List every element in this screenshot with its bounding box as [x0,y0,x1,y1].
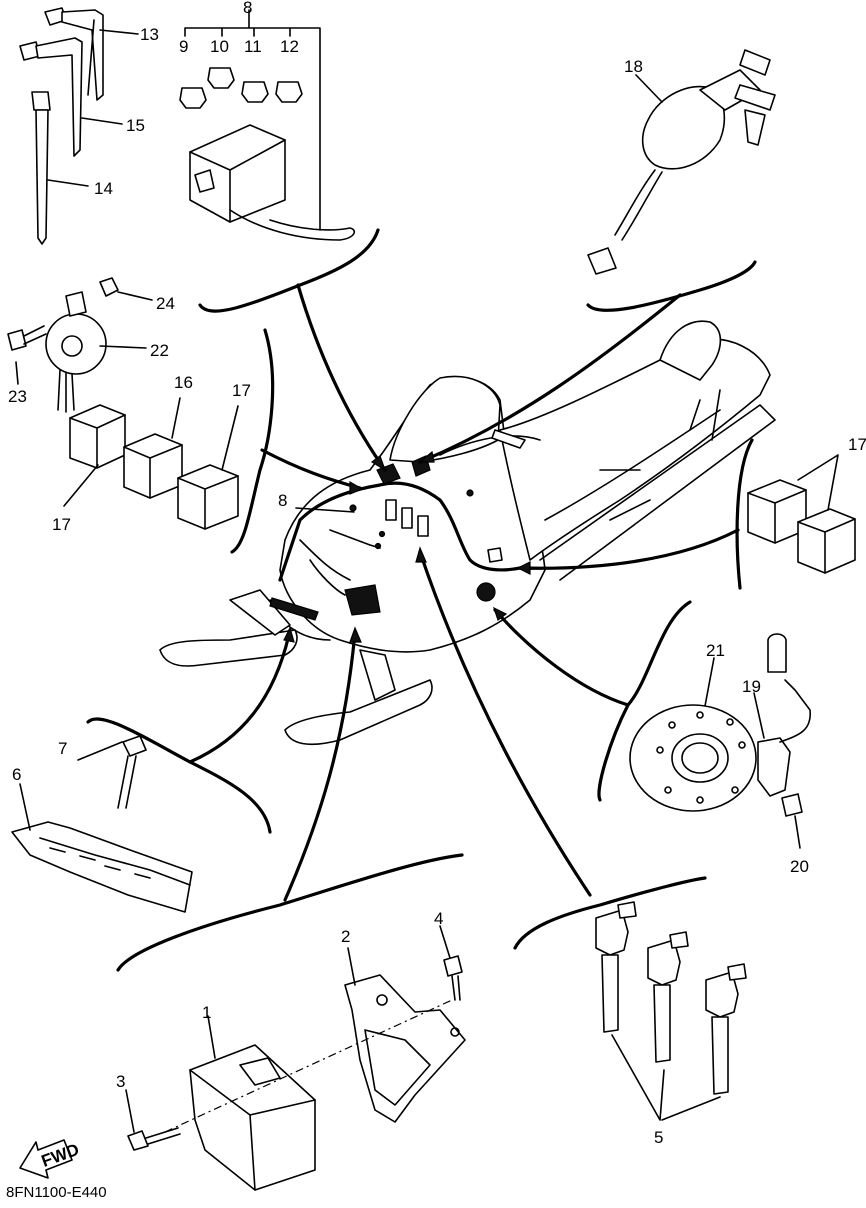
callout-10: 10 [210,37,229,56]
horn-assembly [7,277,119,413]
callout-8-lower: 8 [278,491,287,510]
callout-12: 12 [280,37,299,56]
leader-lines [86,228,757,972]
plug-caps [595,901,747,1121]
callout-17-lower: 17 [52,515,71,534]
fuse-box [179,9,356,241]
callout-9: 9 [179,37,188,56]
callout-17-right: 17 [848,435,866,454]
callout-14: 14 [94,179,113,198]
cdi-bracket [344,974,466,1123]
callout-20: 20 [790,857,809,876]
fwd-label: FWD [39,1140,82,1171]
callout-3: 3 [116,1072,125,1091]
relays-left [69,404,239,530]
callout-1: 1 [202,1003,211,1022]
cdi-unit [189,1044,316,1191]
callout-4: 4 [434,909,443,928]
drawing-code: 8FN1100-E440 [6,1184,107,1201]
callout-23: 23 [8,387,27,406]
callout-8: 8 [243,0,252,17]
callout-numbers: 1 2 3 4 5 6 7 8 9 10 11 12 13 14 15 16 1… [8,0,866,1147]
callout-15: 15 [126,116,145,135]
rectifier-regulator [11,735,193,913]
callout-2: 2 [341,927,350,946]
bolts [127,955,463,1151]
relays-right [747,479,856,574]
callout-24: 24 [156,294,175,313]
callout-5: 5 [654,1128,663,1147]
callout-19: 19 [742,677,761,696]
cable-ties [19,7,104,245]
callout-leaders [15,29,839,1133]
callout-22: 22 [150,341,169,360]
snowmobile-body [159,320,776,746]
callout-7: 7 [58,739,67,758]
callout-16: 16 [174,373,193,392]
fwd-arrow-icon: FWD [19,1139,82,1179]
ignition-switch [587,49,776,275]
callout-6: 6 [12,765,21,784]
callout-11: 11 [244,37,262,56]
callout-21: 21 [706,641,725,660]
callout-13: 13 [140,25,159,44]
generator-rotor [629,633,811,817]
callout-18: 18 [624,57,643,76]
callout-17: 17 [232,381,251,400]
